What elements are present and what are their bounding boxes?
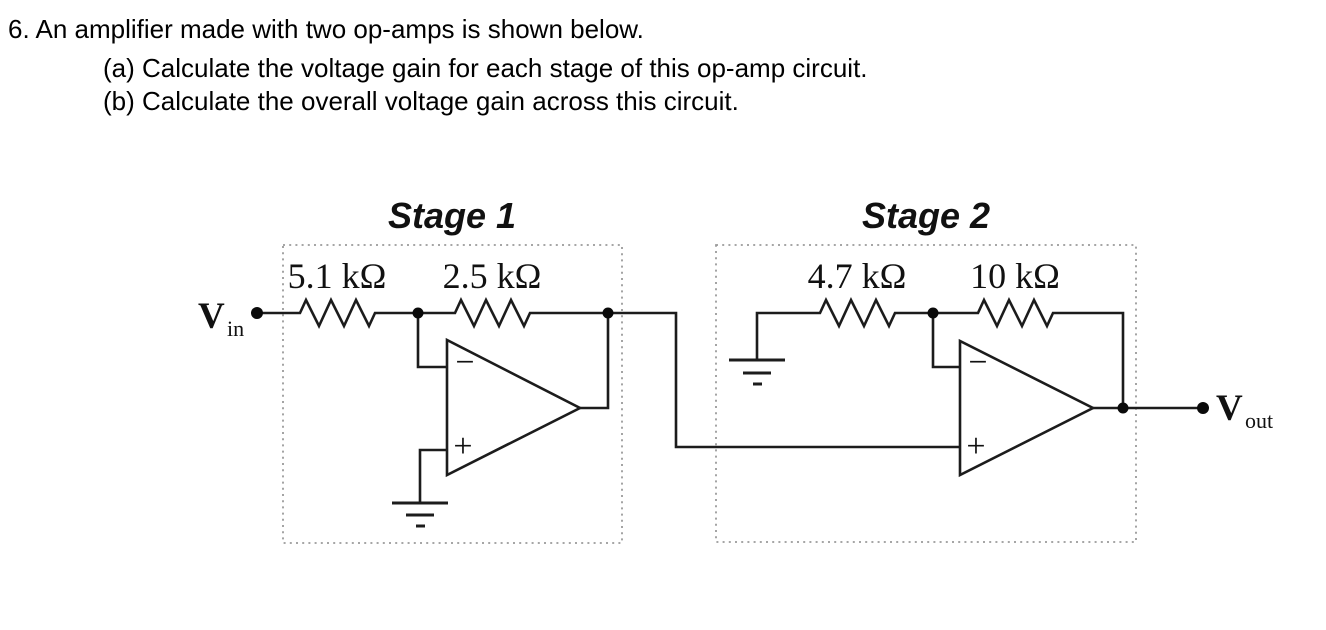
stage1-feedback-resistor-label: 2.5 kΩ	[443, 256, 542, 296]
stage2-boundary-box	[715, 244, 1137, 543]
vin-label-subscript: in	[227, 316, 244, 341]
stage1-inverting-input-symbol: −	[455, 344, 474, 381]
vout-label-main: V	[1216, 388, 1243, 429]
stage2-title: Stage 2	[862, 195, 990, 236]
stage1-title: Stage 1	[388, 195, 516, 236]
stage2-noninverting-input-symbol: +	[966, 428, 985, 465]
problem-part-b: (b) Calculate the overall voltage gain a…	[103, 86, 739, 116]
stage1-inverting-input-wire	[416, 313, 447, 369]
problem-statement: 6. An amplifier made with two op-amps is…	[8, 14, 644, 44]
stage1-output-node-dot	[602, 307, 614, 319]
vout-label: V out	[1216, 388, 1273, 433]
stage1-ground-icon	[392, 501, 448, 528]
vout-terminal-dot	[1197, 402, 1209, 414]
vout-label-subscript: out	[1245, 408, 1273, 433]
vin-terminal-dot	[251, 307, 263, 319]
vin-label: V in	[198, 296, 244, 341]
stage1-inverting-node-dot	[412, 307, 424, 319]
stage2-inverting-input-symbol: −	[968, 344, 987, 381]
stage1-noninverting-input-symbol: +	[453, 428, 472, 465]
stage2-feedback-resistor-label: 10 kΩ	[970, 256, 1060, 296]
stage2-opamp-triangle	[958, 338, 1096, 478]
vin-label-main: V	[198, 296, 225, 337]
stage1-boundary-box	[282, 244, 623, 544]
stage2-input-resistor-label: 4.7 kΩ	[808, 256, 907, 296]
problem-part-a: (a) Calculate the voltage gain for each …	[103, 53, 868, 83]
stage1-input-resistor-label: 5.1 kΩ	[288, 256, 387, 296]
stage1-input-and-feedback-resistors-wire	[257, 296, 608, 330]
stage2-ground-icon	[729, 358, 785, 386]
stage2-inverting-node-dot	[927, 307, 939, 319]
interstage-coupling-wire	[608, 311, 960, 449]
stage2-input-and-feedback-resistors-wire	[755, 296, 1125, 408]
stage1-noninverting-input-wire	[418, 448, 447, 503]
stage2-inverting-input-wire	[931, 313, 960, 369]
stage1-output-wire	[580, 313, 610, 410]
stage2-output-node-dot	[1117, 402, 1129, 414]
stage1-opamp-triangle	[445, 337, 583, 478]
